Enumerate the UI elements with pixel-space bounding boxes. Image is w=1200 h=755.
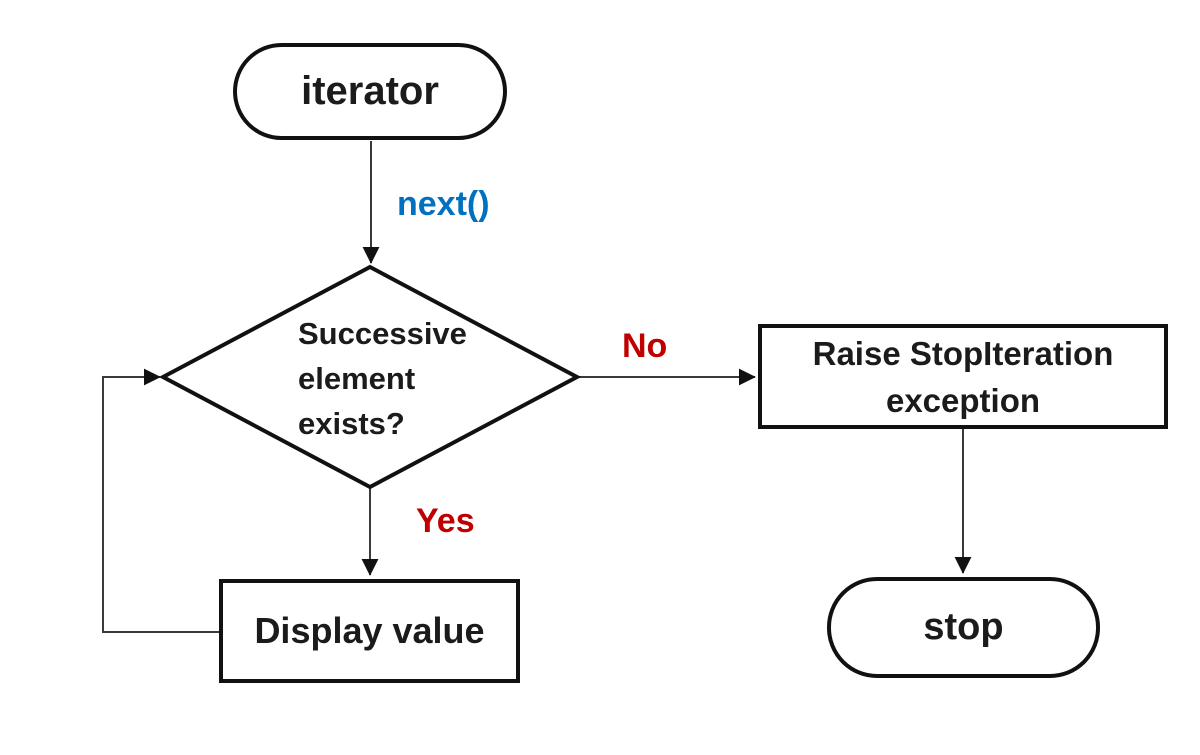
display-value-label: Display value — [254, 610, 485, 651]
edge-label-no: No — [622, 327, 668, 365]
decision-label-line3: exists? — [298, 406, 405, 441]
process-display-value: Display value — [219, 579, 520, 683]
decision-label-line1: Successive — [298, 316, 467, 351]
raise-label-line2: exception — [885, 381, 1041, 419]
start-terminator-label: iterator — [301, 69, 439, 113]
edge-display-loop-to-decision — [102, 368, 219, 633]
decision-label: Successive element exists? — [298, 311, 467, 446]
stop-terminator-label: stop — [923, 606, 1004, 648]
edge-label-next: next() — [397, 185, 490, 223]
process-raise-exception: Raise StopIteration exception — [758, 324, 1168, 429]
decision-diamond — [158, 264, 582, 490]
stop-terminator: stop — [827, 577, 1100, 678]
start-terminator-iterator: iterator — [233, 43, 507, 140]
decision-label-line2: element — [298, 361, 416, 396]
edge-label-yes: Yes — [416, 502, 475, 540]
raise-label-line1: Raise StopIteration — [812, 334, 1114, 372]
